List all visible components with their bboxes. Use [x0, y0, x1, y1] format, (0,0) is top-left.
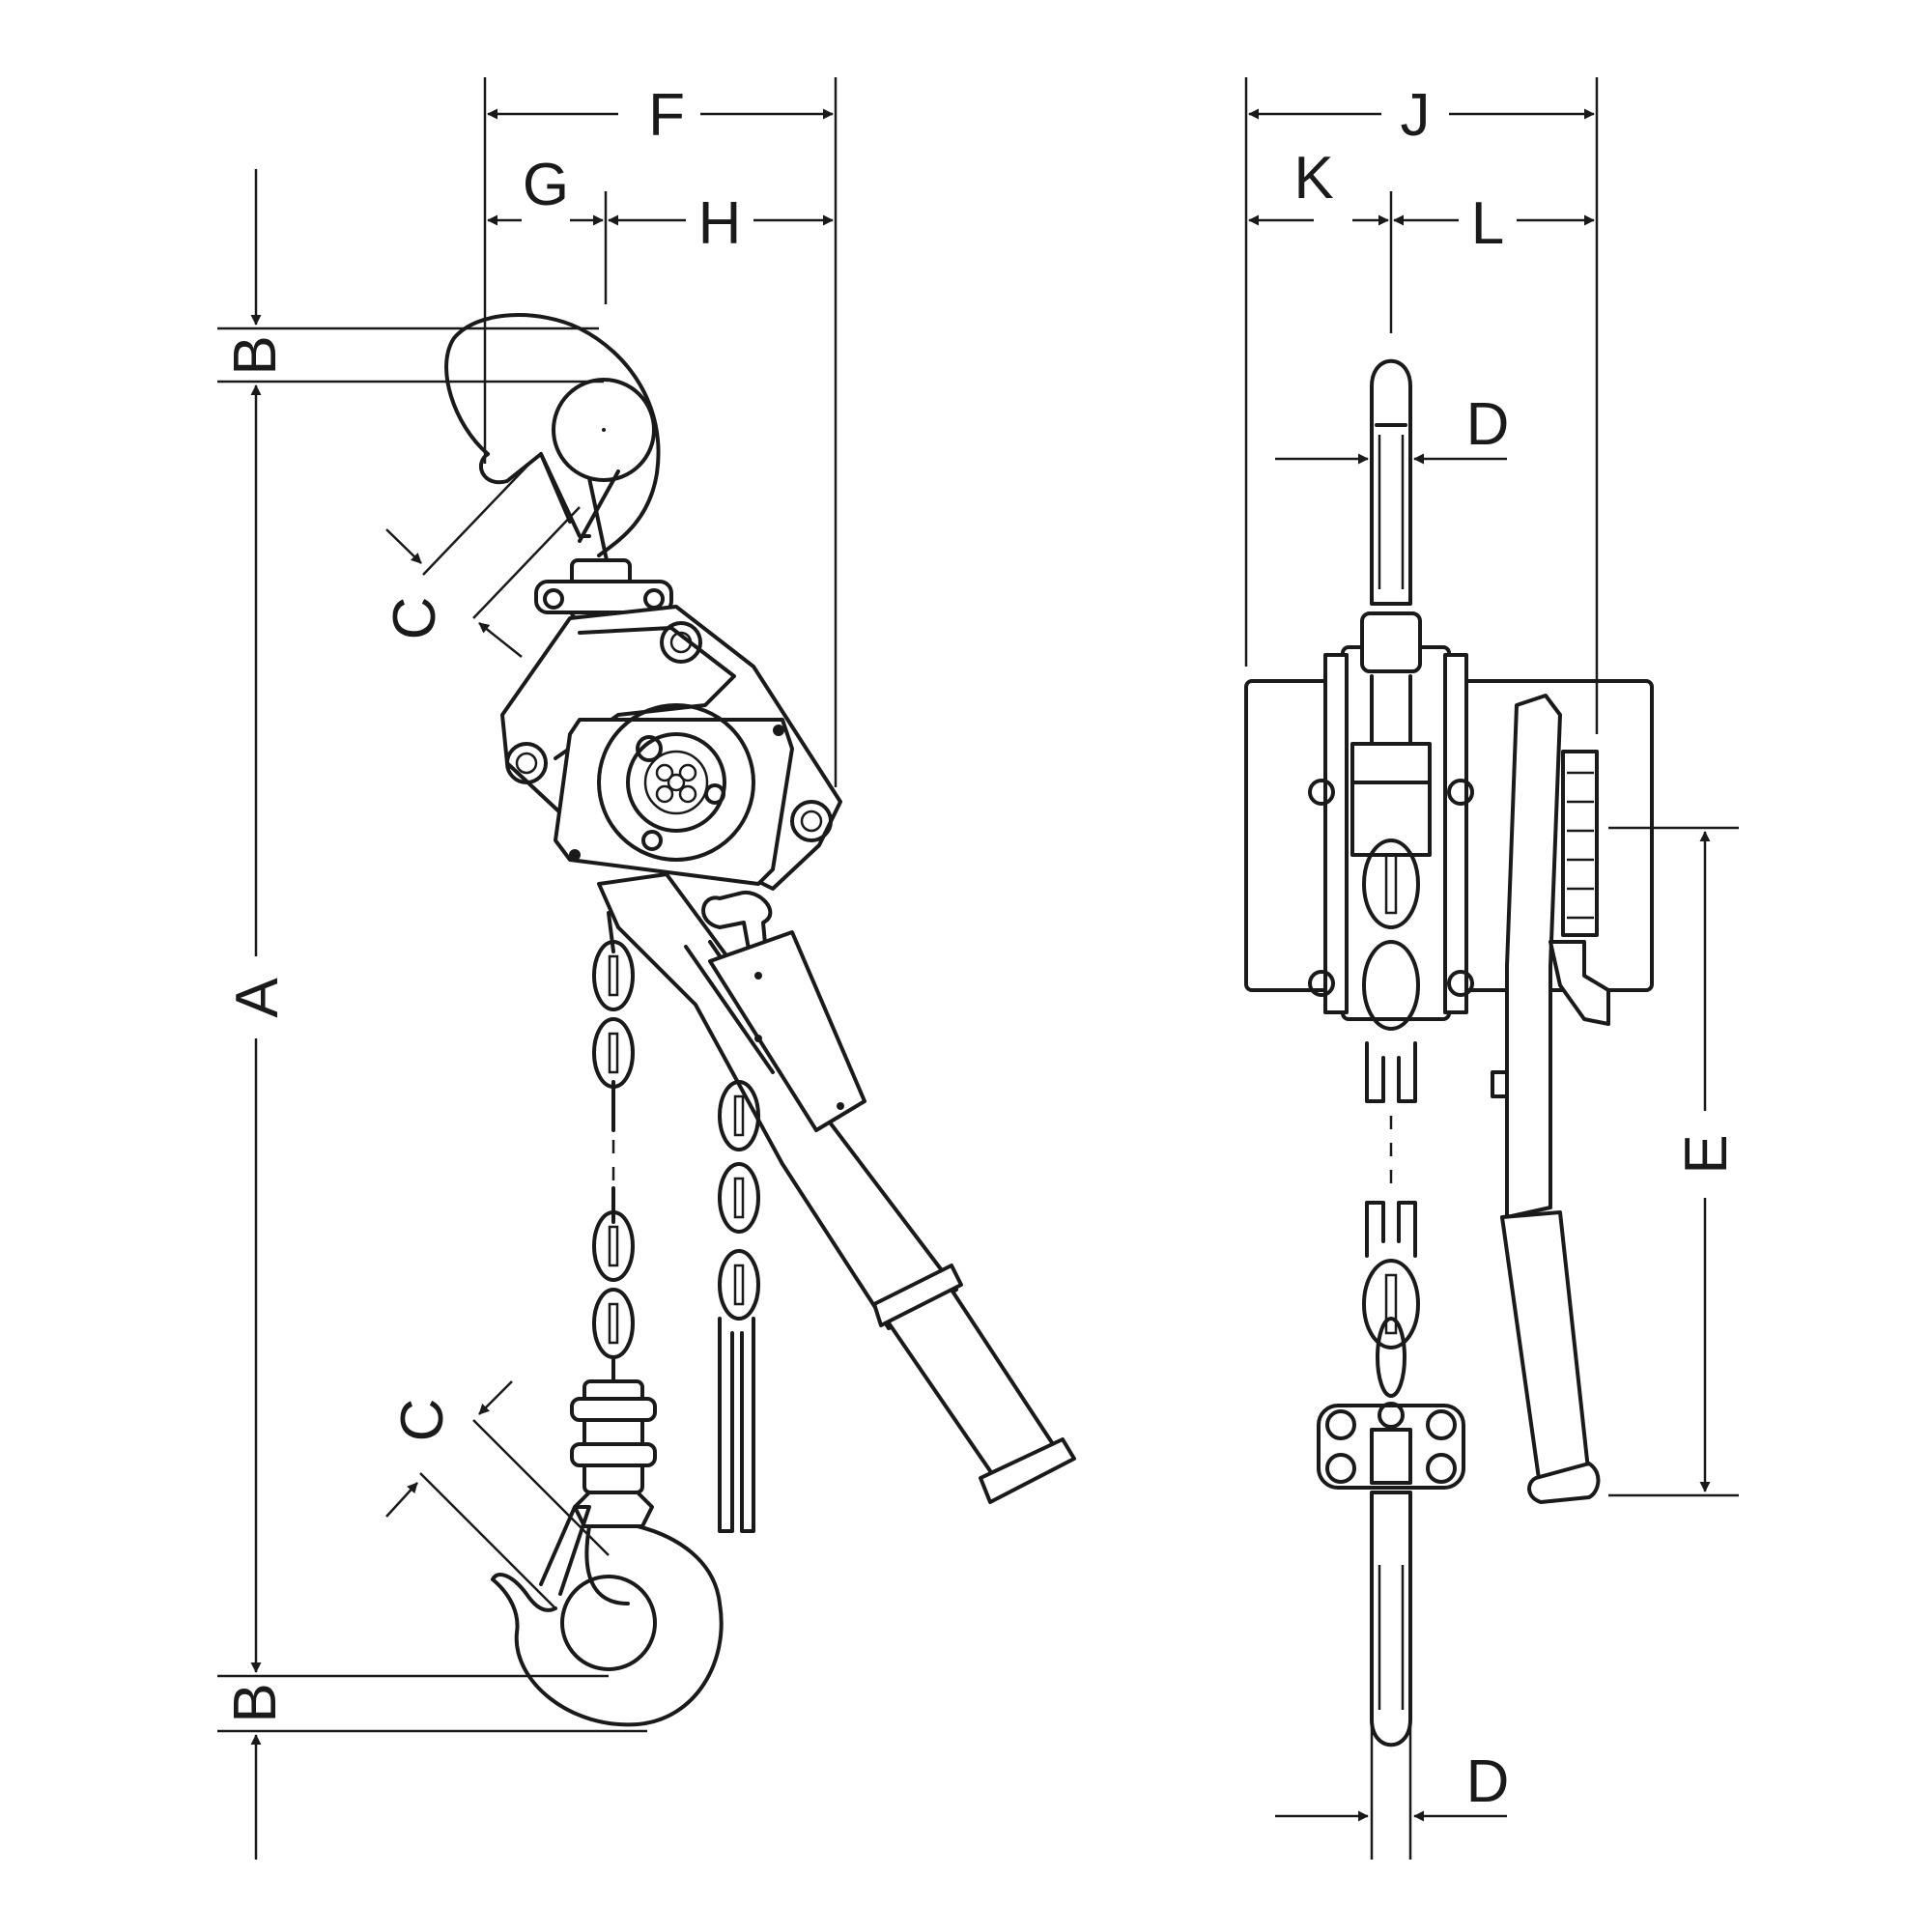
label-f: F [648, 82, 685, 149]
gear-plate [554, 703, 794, 886]
label-d-lower: D [1466, 1748, 1510, 1815]
label-k: K [1293, 145, 1333, 212]
dimension-f-g-h: F G H [483, 77, 838, 787]
side-view: F G H B A B C [217, 77, 1076, 1860]
load-chain [592, 911, 635, 1383]
top-hook [444, 313, 661, 562]
dimension-d-lower: D [1275, 1719, 1509, 1860]
bottom-hook-front [1370, 1491, 1412, 1747]
top-swivel [534, 558, 673, 620]
dimension-c-lower: C [385, 1380, 610, 1609]
dimension-a-b: B A B [217, 169, 647, 1860]
label-b-top: B [222, 335, 289, 375]
label-e: E [1673, 1134, 1740, 1174]
lever-handle [597, 872, 1076, 1504]
label-l: L [1471, 190, 1504, 257]
lever-front [1491, 694, 1610, 1504]
dimension-c-upper: C [382, 461, 581, 658]
dimension-e: E [1608, 826, 1740, 1497]
slack-chain [718, 1080, 760, 1533]
hook-center-mark [602, 428, 606, 432]
label-h: H [698, 190, 742, 257]
top-hook-front [1370, 358, 1412, 606]
bottom-block-front [1317, 1402, 1465, 1490]
load-chain-front [1362, 838, 1420, 1398]
bottom-hook [491, 1379, 724, 1727]
label-d-upper: D [1466, 391, 1510, 458]
housing-bolt [790, 800, 833, 842]
label-g: G [523, 152, 569, 218]
front-view: J K L D D E [1244, 77, 1740, 1860]
label-a: A [224, 978, 291, 1018]
dimension-d-upper: D [1275, 391, 1510, 465]
label-b-bottom: B [222, 1683, 289, 1722]
housing-bolt [505, 742, 548, 784]
dimension-j-k-l: J K L [1244, 77, 1599, 734]
label-c-upper: C [382, 597, 448, 640]
housing-bolt [660, 621, 702, 664]
label-c-lower: C [389, 1399, 456, 1442]
label-j: J [1401, 82, 1431, 149]
